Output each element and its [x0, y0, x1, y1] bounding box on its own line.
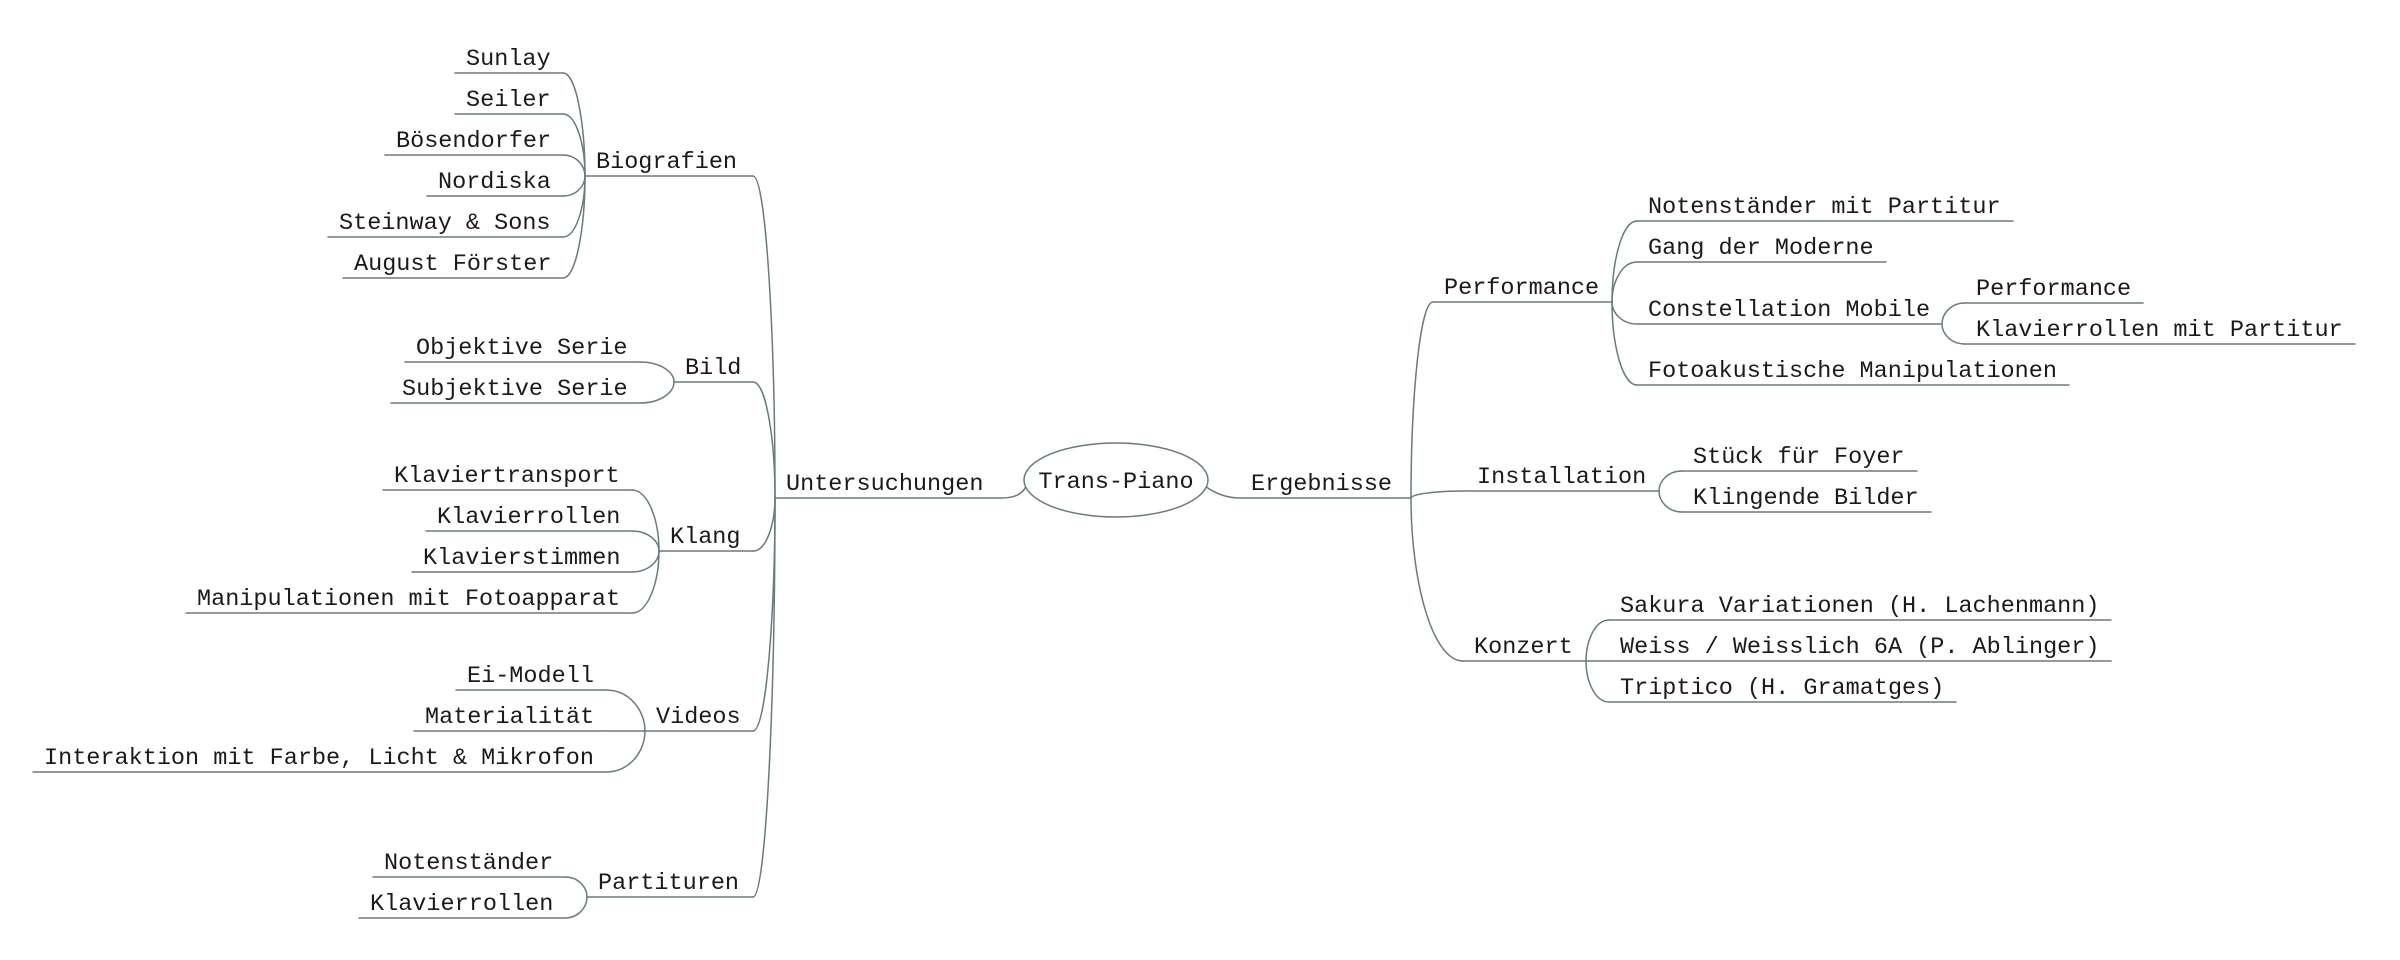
edge-constellation-mobile	[1611, 301, 1638, 325]
edge-notenstaender-mit-partitur	[1611, 220, 1638, 303]
edge-fotoakustische-manipulationen	[1611, 301, 1638, 386]
node-label-nordiska[interactable]: Nordiska	[438, 169, 551, 196]
node-label-performance-2[interactable]: Performance	[1976, 276, 2131, 303]
edge-klingende-bilder	[1658, 490, 1683, 513]
node-label-videos[interactable]: Videos	[656, 704, 741, 731]
node-label-klavierrollen-klang[interactable]: Klavierrollen	[437, 504, 620, 531]
edge-boesendorfer	[562, 154, 586, 177]
node-underline-untersuchungen	[774, 486, 1027, 499]
edge-interaktion	[605, 730, 646, 773]
edge-august-foerster	[562, 175, 586, 279]
edge-triptico	[1585, 660, 1610, 703]
node-label-objektive-serie[interactable]: Objektive Serie	[416, 335, 628, 362]
node-label-partituren[interactable]: Partituren	[598, 870, 739, 897]
edge-stueck-fuer-foyer	[1658, 470, 1683, 492]
node-label-steinway-and-sons[interactable]: Steinway & Sons	[339, 210, 551, 237]
node-label-konzert[interactable]: Konzert	[1474, 634, 1573, 661]
edge-partituren	[752, 497, 776, 898]
edge-installation	[1410, 490, 1467, 499]
node-label-interaktion[interactable]: Interaktion mit Farbe, Licht & Mikrofon	[44, 745, 594, 772]
node-label-klingende-bilder[interactable]: Klingende Bilder	[1693, 485, 1919, 512]
node-label-manipulationen-mit-fotoapparat[interactable]: Manipulationen mit Fotoapparat	[197, 586, 620, 613]
node-label-klavierrollen-partituren[interactable]: Klavierrollen	[370, 891, 553, 918]
edge-performance-2	[1941, 302, 1966, 325]
edge-gang-der-moderne	[1611, 261, 1638, 303]
node-label-notenstaender-mit-partitur[interactable]: Notenständer mit Partitur	[1648, 194, 2001, 221]
edge-biografien	[752, 175, 776, 499]
edge-seiler	[562, 113, 586, 177]
node-label-boesendorfer[interactable]: Bösendorfer	[396, 128, 551, 155]
node-label-fotoakustische-manipulationen[interactable]: Fotoakustische Manipulationen	[1648, 358, 2057, 385]
edge-klang	[752, 497, 776, 552]
node-label-bild[interactable]: Bild	[685, 355, 741, 382]
node-label-klavierstimmen[interactable]: Klavierstimmen	[423, 545, 620, 572]
edge-konzert	[1410, 497, 1464, 662]
edge-nordiska	[562, 175, 586, 197]
node-label-installation[interactable]: Installation	[1477, 464, 1646, 491]
edge-performance	[1410, 301, 1434, 499]
node-label-klavierrollen-mit-partitur[interactable]: Klavierrollen mit Partitur	[1976, 317, 2343, 344]
node-label-sakura-variationen[interactable]: Sakura Variationen (H. Lachenmann)	[1620, 593, 2099, 620]
node-label-ei-modell[interactable]: Ei-Modell	[467, 663, 594, 690]
edge-objektive-serie	[639, 361, 675, 383]
node-underline-ergebnisse	[1205, 486, 1412, 499]
edge-sunlay	[562, 72, 586, 177]
node-label-ergebnisse[interactable]: Ergebnisse	[1251, 471, 1392, 498]
node-label-seiler[interactable]: Seiler	[466, 87, 551, 114]
edge-subjektive-serie	[639, 381, 675, 404]
node-label-triptico[interactable]: Triptico (H. Gramatges)	[1620, 675, 1944, 702]
edge-sakura-variationen	[1585, 619, 1610, 662]
node-label-constellation-mobile[interactable]: Constellation Mobile	[1648, 297, 1930, 324]
edge-klavierrollen-partituren	[564, 896, 588, 919]
node-label-notenstaender[interactable]: Notenständer	[384, 850, 553, 877]
node-label-sunlay[interactable]: Sunlay	[466, 46, 551, 73]
edge-klavierrollen-klang	[631, 530, 660, 552]
node-label-subjektive-serie[interactable]: Subjektive Serie	[402, 376, 628, 403]
node-label-biografien[interactable]: Biografien	[596, 149, 737, 176]
node-label-performance[interactable]: Performance	[1444, 275, 1599, 302]
node-label-klaviertransport[interactable]: Klaviertransport	[394, 463, 620, 490]
node-label-weiss-weisslich[interactable]: Weiss / Weisslich 6A (P. Ablinger)	[1620, 634, 2099, 661]
edge-manipulationen-mit-fotoapparat	[631, 550, 660, 614]
node-label-klang[interactable]: Klang	[670, 524, 741, 551]
edge-ei-modell	[605, 689, 646, 732]
edge-klaviertransport	[631, 489, 660, 552]
node-label-stueck-fuer-foyer[interactable]: Stück für Foyer	[1693, 444, 1905, 471]
node-label-untersuchungen[interactable]: Untersuchungen	[786, 471, 983, 498]
node-label-root[interactable]: Trans-Piano	[1038, 469, 1193, 496]
node-label-gang-der-moderne[interactable]: Gang der Moderne	[1648, 235, 1874, 262]
node-label-august-foerster[interactable]: August Förster	[354, 251, 551, 278]
node-label-materialitaet[interactable]: Materialität	[425, 704, 594, 731]
edge-bild	[752, 381, 776, 499]
root-node-bubble[interactable]	[1023, 442, 1209, 518]
edge-klavierrollen-mit-partitur	[1941, 323, 1966, 345]
edge-notenstaender	[564, 876, 588, 898]
edge-klavierstimmen	[631, 550, 660, 573]
